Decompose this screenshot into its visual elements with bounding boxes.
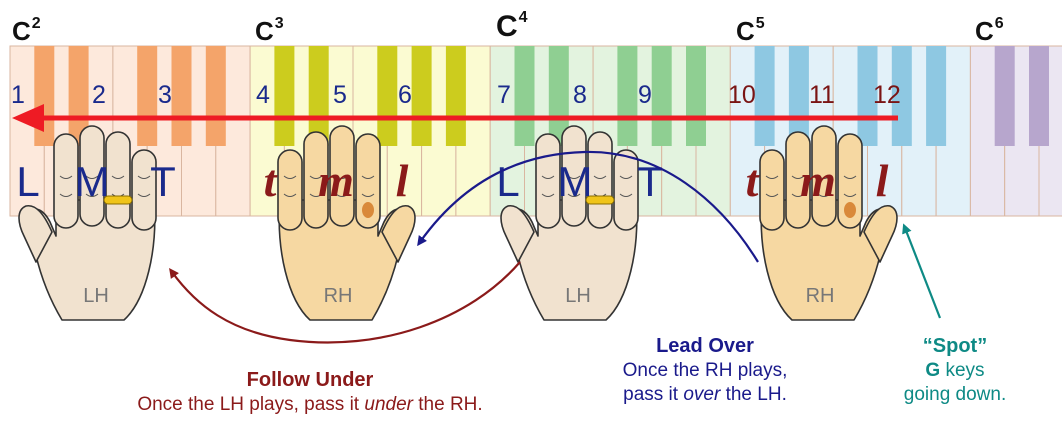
- octave-label-c3: C3: [255, 15, 284, 46]
- black-key: [137, 46, 158, 146]
- finger-letter: m: [800, 155, 836, 206]
- follow-under-arrow: [169, 261, 521, 344]
- lead-over-caption: Lead Over Once the RH plays, pass it ove…: [590, 334, 820, 407]
- black-key: [34, 46, 55, 146]
- black-key: [308, 46, 329, 146]
- black-key: [994, 46, 1015, 146]
- black-key: [857, 46, 878, 146]
- black-key: [548, 46, 569, 146]
- lead-over-arrow: [417, 150, 759, 263]
- follow-under-caption: Follow Under Once the LH plays, pass it …: [110, 368, 510, 417]
- finger-letter: L: [16, 158, 39, 205]
- hand-label: RH: [324, 285, 353, 307]
- left-hand: LH: [500, 125, 639, 321]
- key-number: 3: [158, 81, 172, 109]
- finger-letter: t: [746, 155, 760, 206]
- black-key: [891, 46, 912, 146]
- black-key: [754, 46, 775, 146]
- black-key: [68, 46, 89, 146]
- key-number: 9: [638, 81, 652, 109]
- octave-label-c2: C2: [12, 15, 41, 46]
- finger-letter: l: [396, 155, 409, 206]
- finger-letter: T: [150, 158, 176, 205]
- octave-label-c4: C4: [496, 9, 528, 43]
- right-hand: RH: [759, 125, 898, 321]
- black-key: [651, 46, 672, 146]
- key-number: 7: [497, 81, 511, 109]
- black-key: [377, 46, 398, 146]
- lead-over-title: Lead Over: [656, 335, 754, 357]
- black-key: [686, 46, 706, 146]
- finger-letter: M: [75, 158, 110, 205]
- finger-letter: l: [876, 155, 889, 206]
- hand-label: LH: [83, 285, 109, 307]
- key-number: 6: [398, 81, 412, 109]
- hand-label: LH: [565, 285, 591, 307]
- key-number: 2: [92, 81, 106, 109]
- spot-title: “Spot”: [922, 335, 988, 357]
- finger-letter: M: [558, 158, 593, 205]
- descending-direction-arrow: [12, 104, 898, 132]
- octave-label-c6: C6: [975, 15, 1004, 46]
- black-key: [617, 46, 638, 146]
- black-key: [1029, 46, 1049, 146]
- key-number: 11: [809, 81, 835, 109]
- spot-arrow: [902, 223, 942, 319]
- octave-label-c5: C5: [736, 15, 765, 46]
- black-key: [926, 46, 947, 146]
- crossing-arrows: [169, 150, 942, 344]
- key-number: 1: [11, 81, 25, 109]
- red-arrow-head: [12, 104, 44, 132]
- key-number: 12: [873, 81, 901, 109]
- left-hand: LH: [18, 125, 157, 321]
- key-number: 4: [256, 81, 270, 109]
- key-number: 5: [333, 81, 347, 109]
- key-number: 10: [728, 81, 756, 109]
- spot-caption: “Spot” G keys going down.: [880, 334, 1030, 407]
- finger-letter: T: [637, 158, 663, 205]
- follow-under-title: Follow Under: [246, 369, 374, 391]
- hands: LH RH LH RH: [18, 125, 898, 321]
- right-hand: RH: [277, 125, 416, 321]
- key-number: 8: [573, 81, 587, 109]
- black-key: [171, 46, 192, 146]
- black-key: [274, 46, 295, 146]
- black-key: [411, 46, 432, 146]
- hand-label: RH: [806, 285, 835, 307]
- black-key: [788, 46, 809, 146]
- black-key: [205, 46, 226, 146]
- black-key: [514, 46, 535, 146]
- finger-letter: m: [318, 155, 354, 206]
- finger-letter: t: [264, 155, 278, 206]
- black-key: [445, 46, 466, 146]
